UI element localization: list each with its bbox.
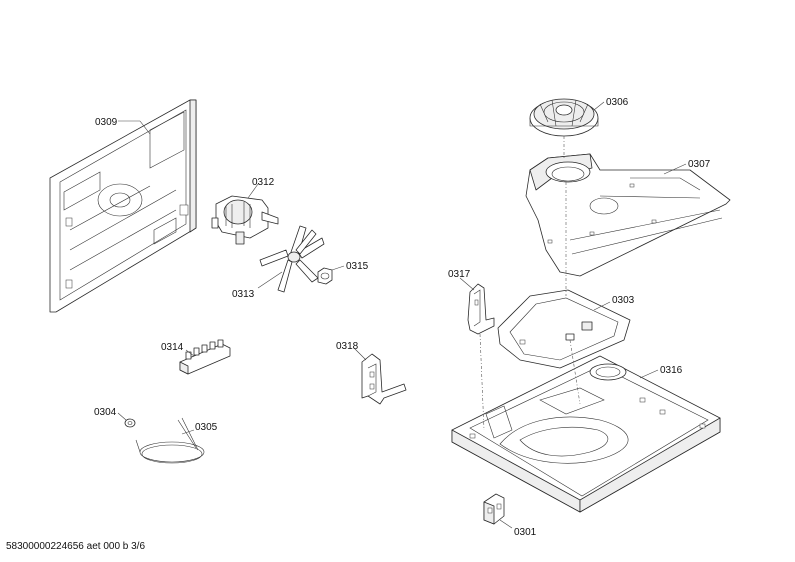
part-0305-cable[interactable] [135, 417, 205, 464]
assembly-axis-lines [479, 136, 581, 431]
part-0313-fan-wheel[interactable] [257, 225, 325, 293]
part-0309-back-panel[interactable] [49, 99, 197, 313]
label-0315: 0315 [346, 261, 369, 272]
part-0317-bracket[interactable] [459, 277, 495, 335]
document-footer-code: 58300000224656 aet 000 b 3/6 [6, 541, 146, 552]
label-0314: 0314 [161, 342, 184, 353]
label-0313: 0313 [232, 289, 255, 300]
part-0306-fan-ring[interactable] [529, 98, 605, 137]
label-0304: 0304 [94, 407, 117, 418]
part-0301-clip[interactable] [483, 493, 513, 529]
label-0301: 0301 [514, 527, 537, 538]
part-0307-duct-housing[interactable] [525, 153, 731, 277]
label-0316: 0316 [660, 365, 683, 376]
part-0314-terminal-block[interactable] [179, 339, 231, 375]
part-0303-cover-plate[interactable] [497, 289, 631, 369]
label-0309: 0309 [95, 117, 118, 128]
part-0312-fan-motor[interactable] [211, 183, 279, 245]
label-0303: 0303 [612, 295, 635, 306]
label-0307: 0307 [688, 159, 711, 170]
part-0315-nut[interactable] [317, 265, 345, 285]
label-0312: 0312 [252, 177, 275, 188]
label-0318: 0318 [336, 341, 359, 352]
label-0317: 0317 [448, 269, 471, 280]
label-0305: 0305 [195, 422, 218, 433]
label-0306: 0306 [606, 97, 629, 108]
part-0316-base-tray[interactable] [451, 355, 721, 513]
part-0318-bracket[interactable] [353, 347, 407, 405]
part-0304-grommet[interactable] [117, 412, 136, 428]
